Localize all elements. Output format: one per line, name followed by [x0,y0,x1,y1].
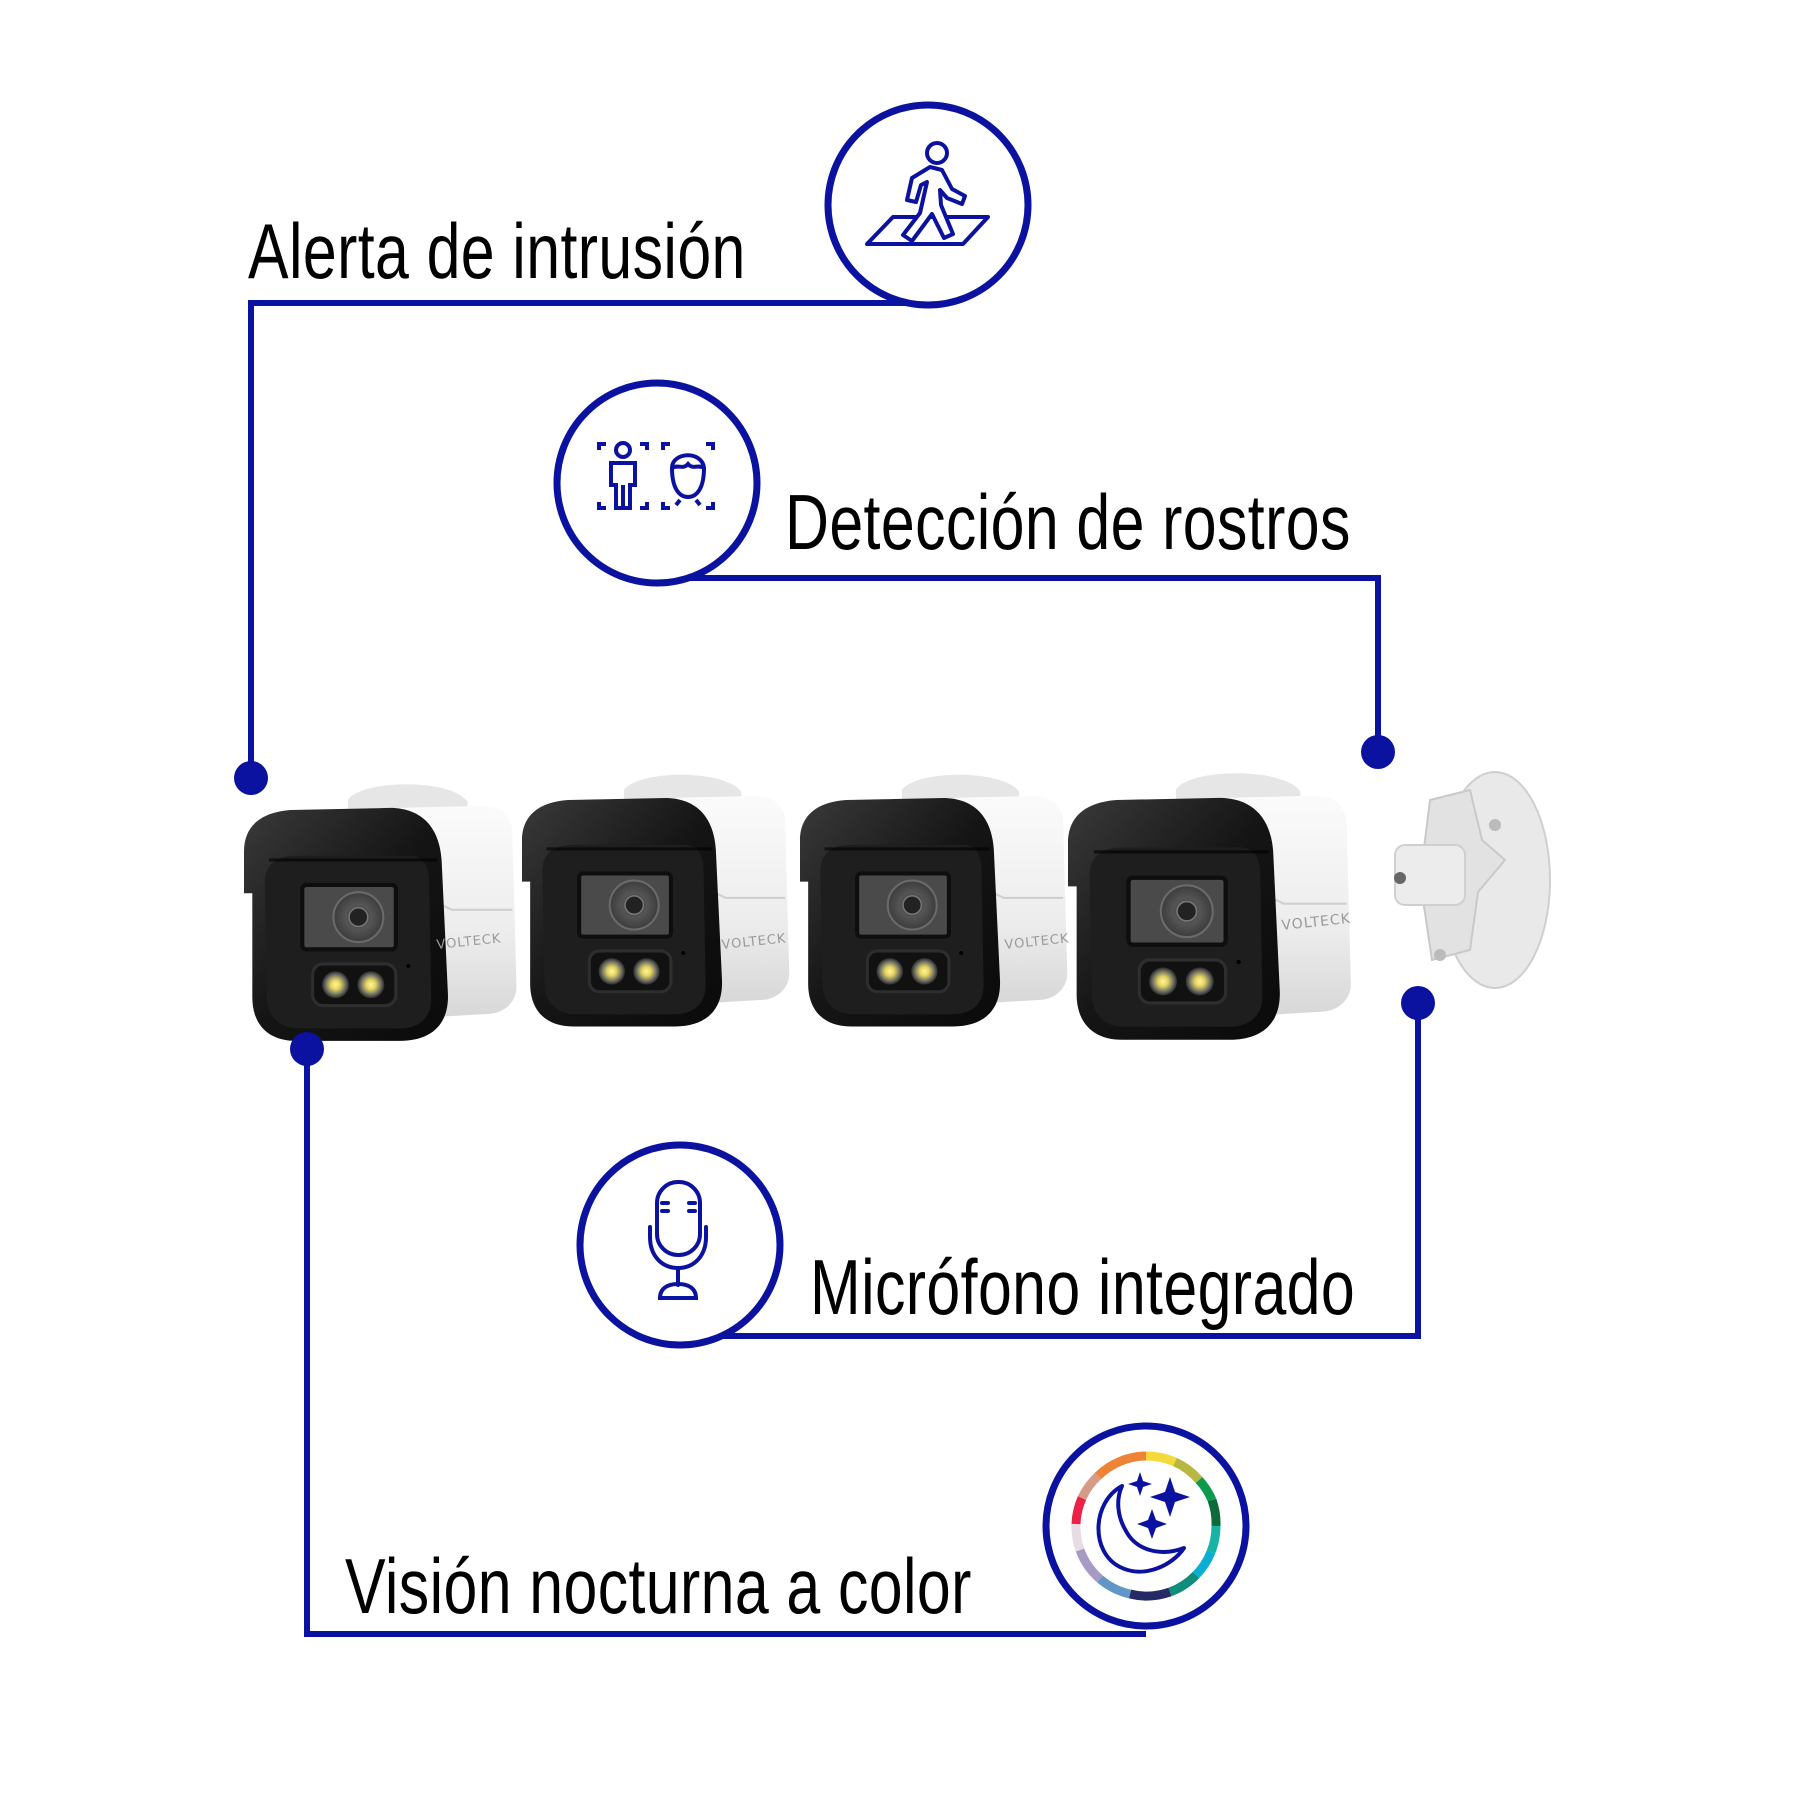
connector-intrusion [248,300,928,778]
anchor-dot-intrusion [234,761,268,795]
color-ring [1071,1451,1221,1601]
connector-night [304,1049,1146,1637]
camera-2 [522,775,789,1027]
anchor-dot-face [1361,735,1395,769]
feature-label-microphone: Micrófono integrado [810,1243,1356,1331]
camera-4 [1068,773,1351,1039]
connector-mic [680,1003,1421,1339]
camera-1 [244,784,516,1041]
wall-mount [1394,771,1551,989]
color-night-vision-icon [1042,1422,1250,1630]
feature-label-face-detection: Detección de rostros [785,478,1351,566]
anchor-dot-mic [1401,986,1435,1020]
brand-text: VOLTECK [721,931,787,953]
anchor-dot-night [290,1032,324,1066]
brand-text: VOLTECK [1281,911,1352,934]
brand-text: VOLTECK [436,931,502,953]
product-cameras: VOLTECK VOLTECK VOLTECK VOLTECK [244,771,1551,1041]
camera-3 [800,775,1067,1027]
connector-face [657,575,1381,750]
feature-label-night-vision: Visión nocturna a color [345,1542,972,1630]
pedestrian-crossing-icon [824,101,1032,309]
brand-text: VOLTECK [1004,931,1070,953]
feature-label-intrusion: Alerta de intrusión [248,207,746,295]
face-detection-icon [553,379,761,587]
star-icons [1128,1472,1190,1539]
microphone-icon [576,1141,784,1349]
